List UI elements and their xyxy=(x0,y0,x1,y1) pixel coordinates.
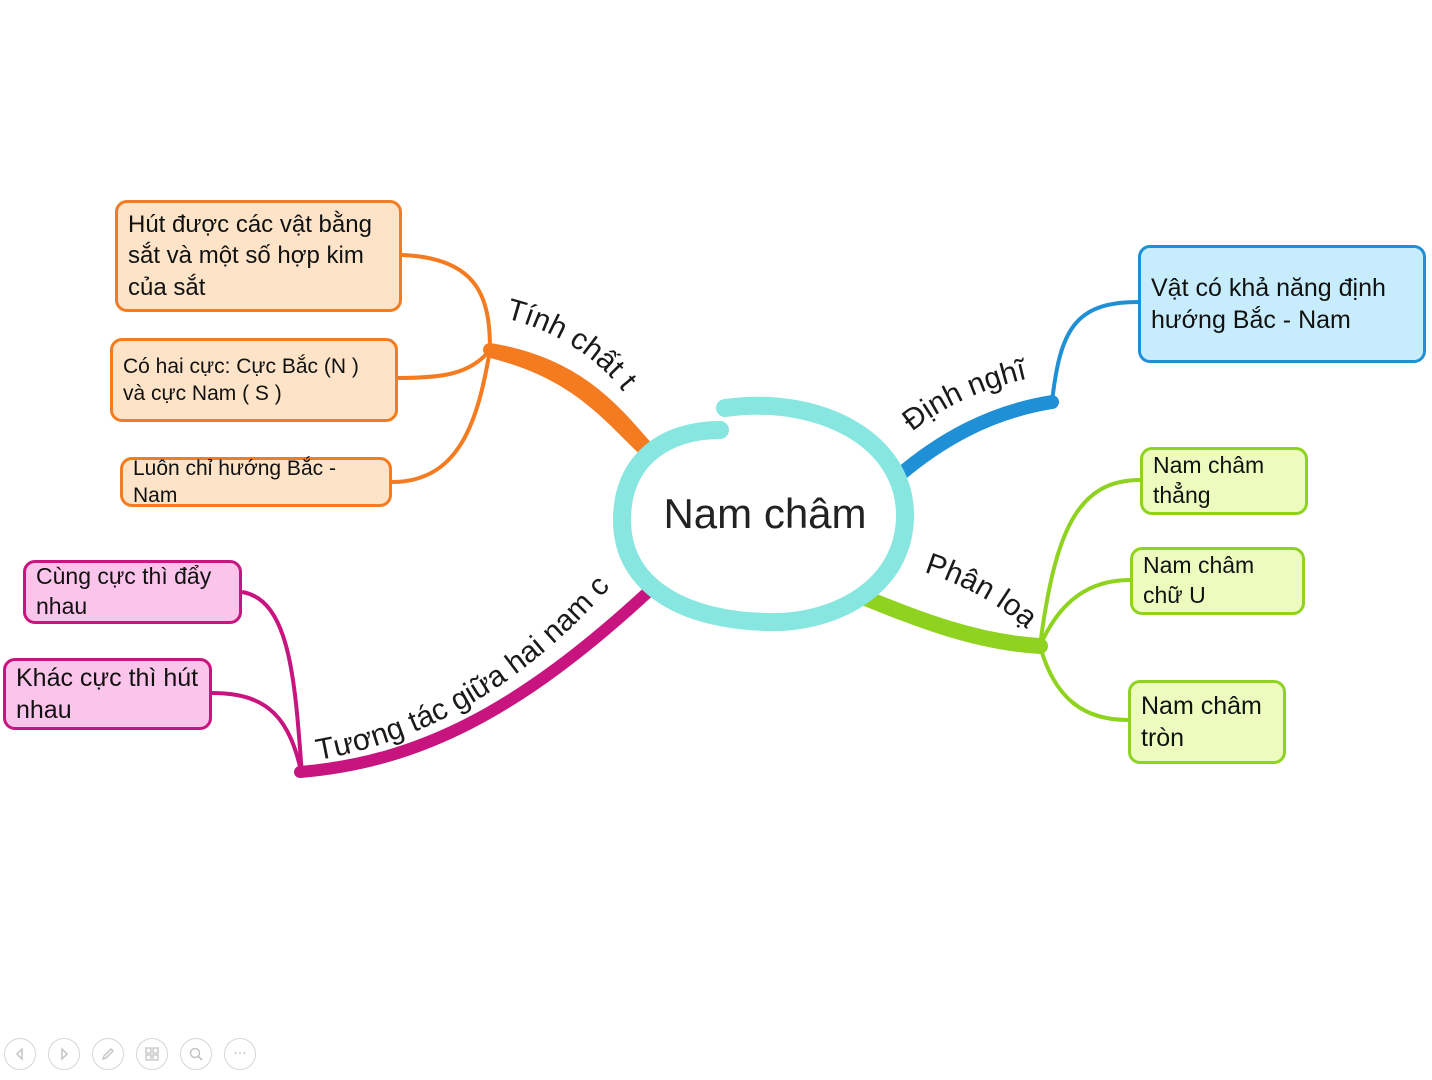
central-node-title: Nam châm xyxy=(663,490,866,537)
more-options-button[interactable]: ··· xyxy=(224,1038,256,1070)
node-text: Khác cực thì hút nhau xyxy=(16,663,199,725)
next-button[interactable] xyxy=(48,1038,80,1070)
node-dinh-nghia-1: Vật có khả năng định hướng Bắc - Nam xyxy=(1138,245,1426,363)
previous-icon xyxy=(15,1047,23,1061)
node-tuong-tac-1: Cùng cực thì đẩy nhau xyxy=(23,560,242,624)
slides-grid-icon xyxy=(145,1047,159,1061)
node-text: Nam châm tròn xyxy=(1141,691,1262,753)
node-text: Vật có khả năng định hướng Bắc - Nam xyxy=(1151,273,1386,335)
pen-icon xyxy=(101,1047,115,1061)
connector-dinh-1 xyxy=(1050,300,1139,403)
branch-main-stroke-tuong-tac xyxy=(294,586,654,778)
central-node: Nam châm xyxy=(612,396,915,632)
connector-tinh-2 xyxy=(397,348,492,380)
branch-tuong-tac xyxy=(211,586,654,778)
more-options-icon: ··· xyxy=(233,1046,247,1062)
node-tinh-chat-2: Có hai cực: Cực Bắc (N ) và cực Nam ( S … xyxy=(110,338,398,422)
node-text: Hút được các vật bằng sắt và một số hợp … xyxy=(128,211,372,301)
branch-main-stroke-tinh-chat-tu xyxy=(483,343,662,465)
node-tinh-chat-1: Hút được các vật bằng sắt và một số hợp … xyxy=(115,200,402,312)
node-text: Nam châm chữ U xyxy=(1143,552,1255,608)
node-tuong-tac-2: Khác cực thì hút nhau xyxy=(3,658,212,730)
connector-phan-1 xyxy=(1038,478,1141,647)
node-text: Nam châm thẳng xyxy=(1153,452,1265,508)
connector-phan-3 xyxy=(1038,645,1129,722)
slideshow-toolbar: ··· xyxy=(4,1038,256,1070)
slides-grid-button[interactable] xyxy=(136,1038,168,1070)
branch-tinh-chat-tu xyxy=(391,253,662,484)
node-phan-loai-1: Nam châm thẳng xyxy=(1140,447,1308,515)
branch-connector-tinh-chat-tu xyxy=(490,348,652,462)
connector-tuong-2 xyxy=(211,691,304,776)
node-tinh-chat-3: Luôn chỉ hướng Bắc - Nam xyxy=(120,457,392,507)
connector-tinh-3 xyxy=(391,349,492,484)
pen-button[interactable] xyxy=(92,1038,124,1070)
branch-phan-loai xyxy=(850,478,1141,722)
branch-main-stroke-dinh-nghia xyxy=(889,395,1059,485)
zoom-icon xyxy=(189,1047,203,1061)
node-phan-loai-2: Nam châm chữ U xyxy=(1130,547,1305,615)
node-text: Luôn chỉ hướng Bắc - Nam xyxy=(133,456,336,507)
previous-button[interactable] xyxy=(4,1038,36,1070)
node-text: Cùng cực thì đẩy nhau xyxy=(36,563,212,619)
connector-tuong-1 xyxy=(241,590,304,776)
next-icon xyxy=(61,1047,69,1061)
connector-phan-2 xyxy=(1038,578,1131,647)
zoom-button[interactable] xyxy=(180,1038,212,1070)
central-node-outline xyxy=(612,396,915,632)
node-text: Có hai cực: Cực Bắc (N ) và cực Nam ( S … xyxy=(123,354,359,405)
node-phan-loai-3: Nam châm tròn xyxy=(1128,680,1286,764)
branch-main-stroke-phan-loai xyxy=(850,587,1048,654)
connector-tinh-1 xyxy=(401,253,492,351)
branch-dinh-nghia xyxy=(889,300,1139,485)
